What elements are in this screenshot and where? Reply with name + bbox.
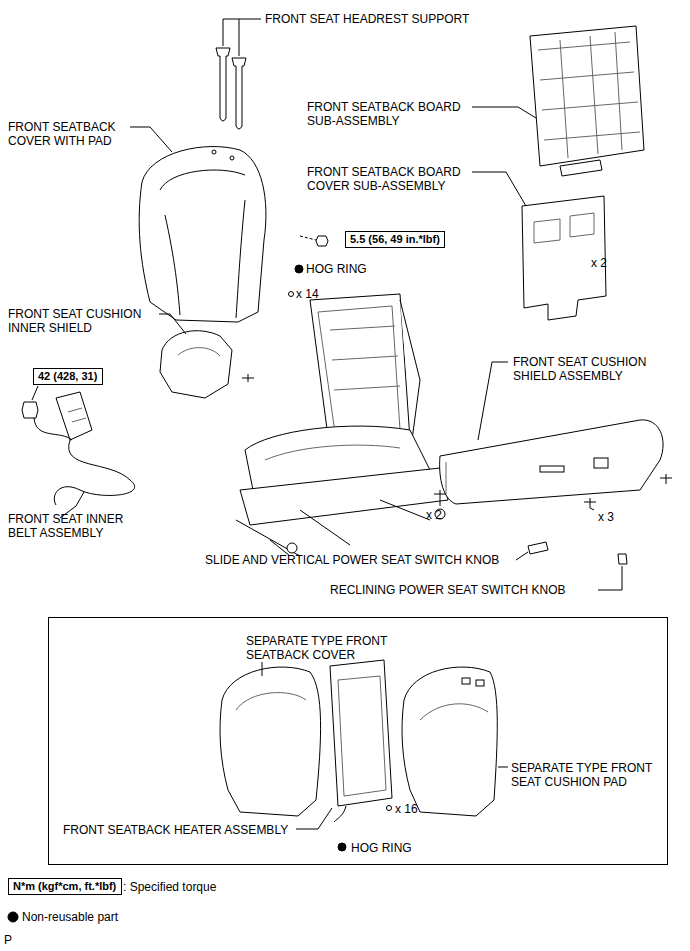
torque-value: 5.5 (56, 49 in.*lbf)	[350, 233, 440, 246]
inner-belt	[22, 392, 135, 505]
hog-ring-dot	[295, 265, 303, 273]
ring-symbol	[289, 292, 294, 297]
quantity: x 16	[395, 802, 418, 816]
part-name: HOG RING	[351, 841, 412, 855]
seatback-cover	[139, 147, 266, 322]
part-name: FRONT SEATBACK HEATER ASSEMBLY	[63, 823, 288, 837]
ring-symbol	[387, 806, 392, 811]
quantity: x 3	[598, 510, 614, 524]
variant-frame: SEPARATE TYPE FRONT SEATBACK COVER FRONT …	[48, 617, 668, 865]
switch-knob	[528, 542, 548, 554]
hog-ring-dot	[338, 843, 346, 851]
torque-value: 42 (428, 31)	[38, 370, 98, 383]
part-name: FRONT SEATBACK BOARD COVER SUB-ASSEMBLY	[307, 165, 487, 193]
leader-line	[262, 662, 508, 829]
legend-text: Non-reusable part	[22, 910, 118, 924]
headrest-support	[216, 48, 246, 129]
part-name: FRONT SEAT HEADREST SUPPORT	[265, 12, 469, 26]
part-name: SEPARATE TYPE FRONT SEAT CUSHION PAD	[511, 761, 661, 789]
part-name: HOG RING	[306, 262, 367, 276]
separate-type-parts	[220, 660, 497, 822]
screw	[434, 490, 446, 500]
page-mark: P	[4, 933, 12, 947]
legend-text: : Specified torque	[123, 880, 216, 894]
legend-dot	[8, 912, 18, 922]
leader-line	[32, 19, 622, 590]
part-name: FRONT SEAT INNER BELT ASSEMBLY	[8, 512, 143, 540]
inner-shield	[160, 331, 232, 398]
part-name: SLIDE AND VERTICAL POWER SEAT SWITCH KNO…	[205, 553, 499, 567]
seatback-board	[530, 26, 644, 176]
torque-legend-box: N*m (kgf*cm, ft.*lbf)	[8, 878, 122, 895]
shield-assembly	[440, 420, 663, 504]
part-name: RECLINING POWER SEAT SWITCH KNOB	[330, 583, 566, 597]
torque-box: 42 (428, 31)	[33, 368, 103, 385]
screw	[242, 374, 254, 382]
seat-frame	[236, 294, 448, 556]
nut	[316, 236, 328, 246]
part-name: FRONT SEATBACK BOARD SUB-ASSEMBLY	[307, 100, 487, 128]
part-name: FRONT SEATBACK COVER WITH PAD	[8, 120, 128, 148]
torque-value: N*m (kgf*cm, ft.*lbf)	[13, 880, 117, 893]
part-name: SEPARATE TYPE FRONT SEATBACK COVER	[246, 634, 396, 662]
quantity: x 2	[426, 508, 442, 522]
switch-knob	[618, 554, 627, 564]
screw	[660, 474, 672, 484]
torque-box: 5.5 (56, 49 in.*lbf)	[345, 231, 445, 248]
part-name: FRONT SEAT CUSHION INNER SHIELD	[8, 307, 158, 335]
screw	[584, 498, 596, 508]
quantity: x 14	[296, 287, 319, 301]
quantity: x 2	[591, 256, 607, 270]
part-name: FRONT SEAT CUSHION SHIELD ASSEMBLY	[513, 355, 673, 383]
